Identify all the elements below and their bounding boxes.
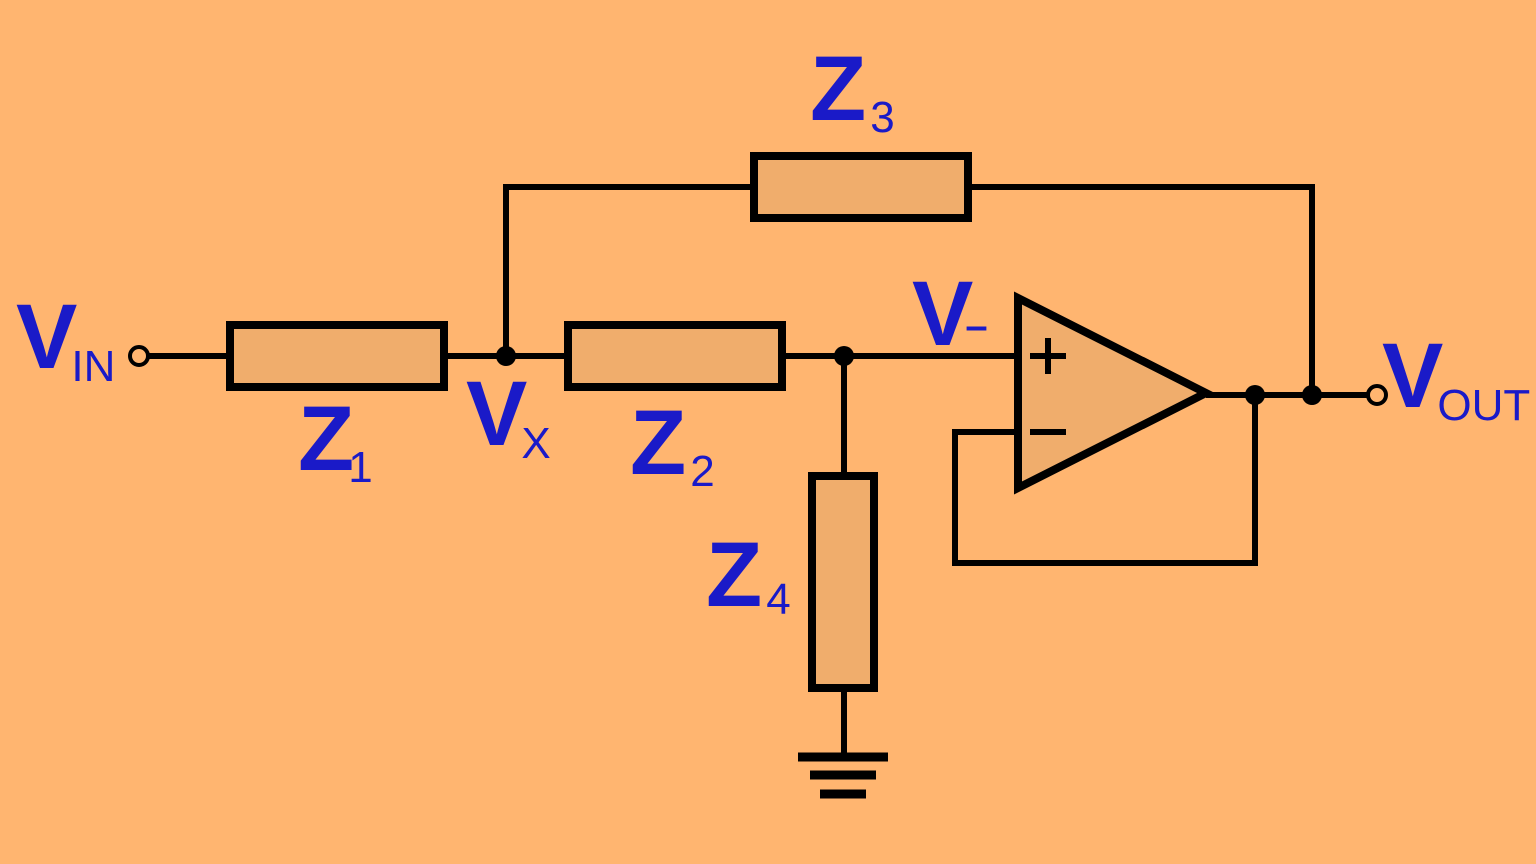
input-terminal-icon	[128, 345, 150, 367]
impedance-z4	[808, 472, 878, 692]
junction-dot-icon	[496, 346, 516, 366]
label-vout: VOUT	[1382, 325, 1530, 430]
label-z1-main: Z	[298, 388, 354, 490]
label-z2: Z2	[630, 392, 715, 496]
wires	[146, 184, 1370, 756]
label-vin-main: V	[16, 286, 77, 388]
output-terminal-icon	[1366, 384, 1388, 406]
junctions	[496, 346, 1322, 405]
wire-unity-feedback	[952, 395, 1258, 566]
label-vin-sub: IN	[71, 342, 115, 391]
impedance-z1	[226, 321, 448, 391]
label-z4-sub: 4	[766, 575, 790, 624]
wire-z3-to-output	[970, 184, 1315, 395]
label-z2-sub: 2	[690, 447, 714, 496]
impedance-z2	[564, 321, 786, 391]
label-vin: VIN	[16, 286, 115, 391]
label-z3-main: Z	[810, 38, 866, 140]
label-vx-sub: X	[521, 419, 550, 468]
label-vminus: V–	[912, 263, 988, 365]
opamp-triangle	[1014, 291, 1215, 495]
label-z1-sub: 1	[348, 443, 372, 492]
wire-vx-feedback-z3	[503, 184, 752, 356]
labels: VIN VX V– VOUT Z1 Z2 Z3 Z4	[16, 38, 1530, 626]
junction-dot-icon	[1245, 385, 1265, 405]
label-z4: Z4	[706, 524, 791, 626]
label-vminus-main: V	[912, 263, 973, 365]
opamp-plus-sign	[1030, 338, 1066, 374]
label-vout-sub: OUT	[1437, 381, 1530, 430]
label-z2-main: Z	[630, 392, 686, 494]
label-z3: Z3	[810, 38, 895, 142]
label-vx: VX	[466, 363, 551, 468]
label-vout-main: V	[1382, 325, 1443, 427]
ground-icon	[798, 752, 888, 799]
label-z4-main: Z	[706, 524, 762, 626]
label-vx-main: V	[466, 363, 527, 465]
junction-dot-icon	[834, 346, 854, 366]
label-z1: Z1	[298, 388, 373, 492]
junction-dot-icon	[1302, 385, 1322, 405]
impedance-z3	[750, 152, 972, 222]
label-z3-sub: 3	[870, 93, 894, 142]
label-vminus-sub: –	[965, 304, 987, 348]
opamp	[1014, 291, 1215, 495]
